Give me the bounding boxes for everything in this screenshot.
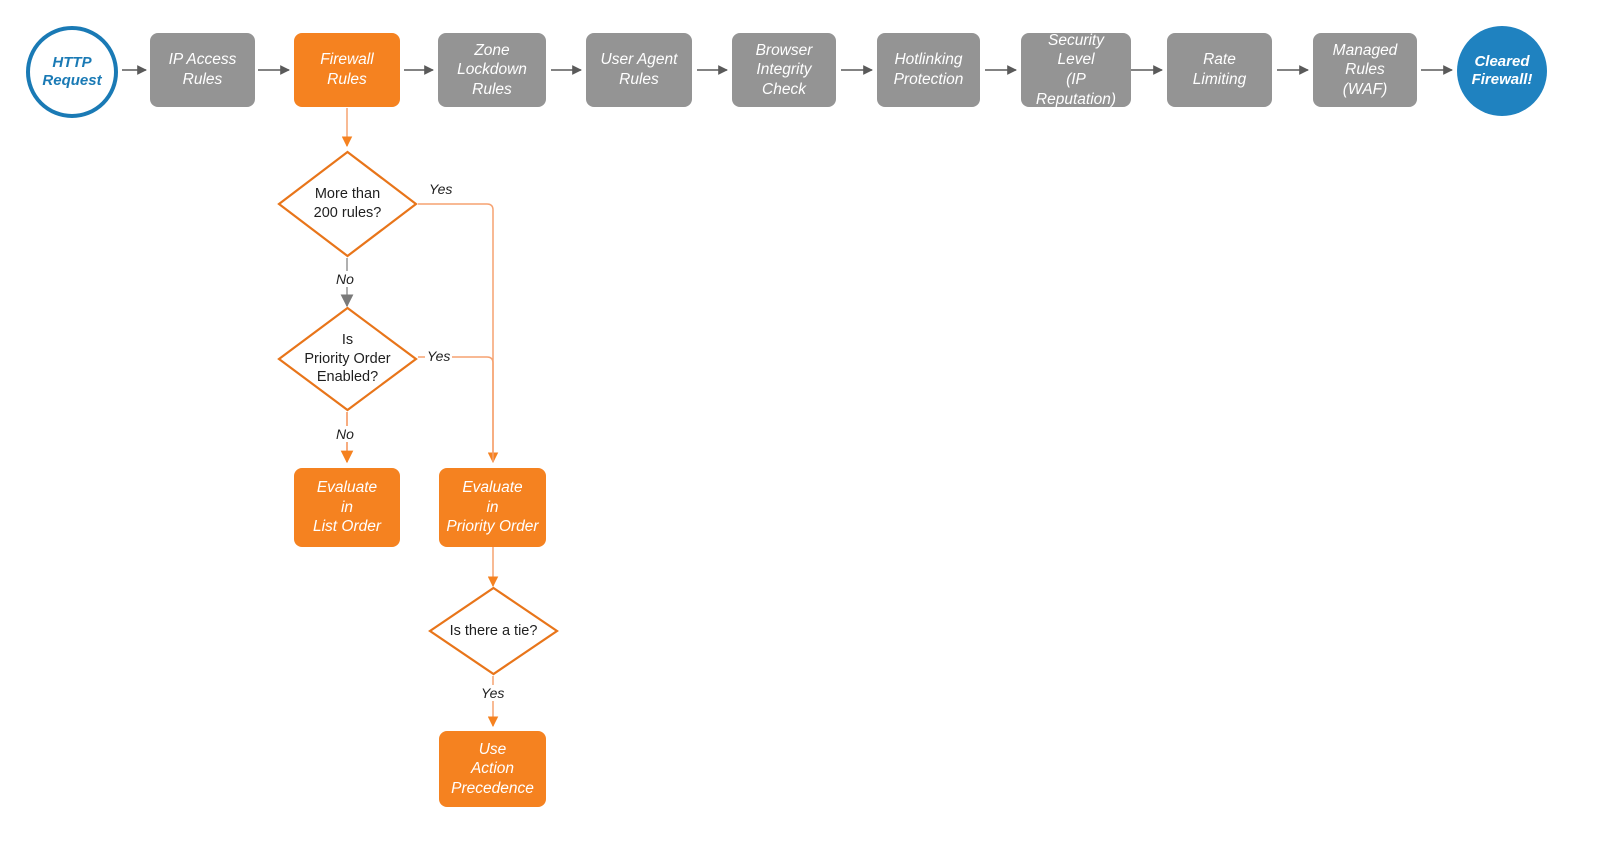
edge-label-priority-order-yes: Yes [425, 348, 453, 364]
node-decision-is-there-a-tie[interactable]: Is there a tie? [428, 586, 559, 676]
edge-decision2-yes-to-priorityorder [418, 356, 494, 462]
diamond-shape [428, 586, 559, 676]
edge-label-priority-order-no: No [334, 426, 356, 442]
edge-label-more-than-200-yes: Yes [427, 181, 455, 197]
edge-label-tie-yes: Yes [479, 685, 507, 701]
diamond-shape [277, 150, 418, 258]
node-decision-is-there-a-tie-label: Is there a tie? [449, 622, 538, 639]
edge-label-more-than-200-no: No [334, 271, 356, 287]
edge-decision1-yes-to-priorityorder [418, 203, 499, 464]
diamond-shape [277, 306, 418, 412]
